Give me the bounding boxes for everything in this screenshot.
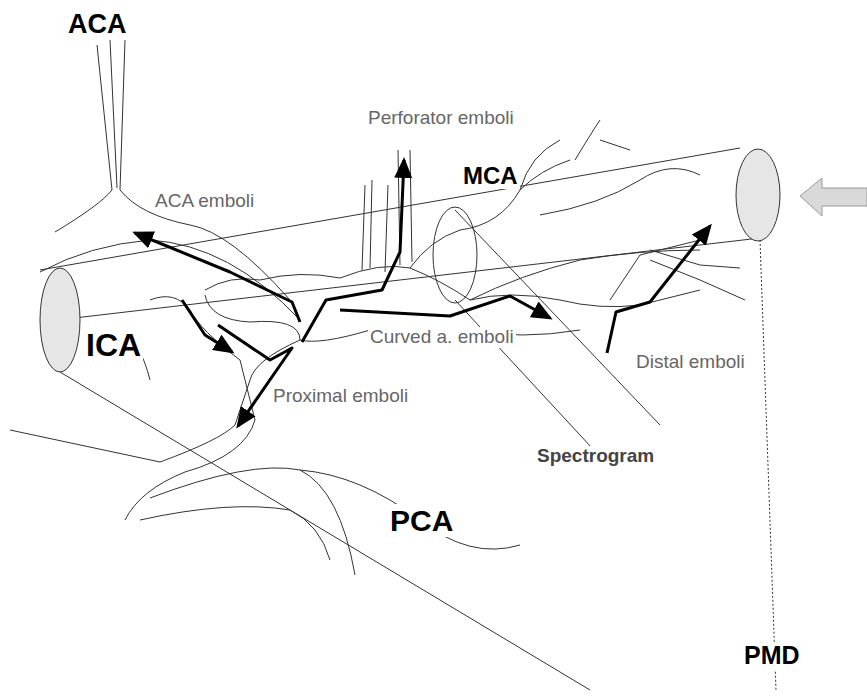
- probe-label: PMD: [742, 642, 802, 670]
- emboli-label: Distal emboli: [634, 352, 747, 373]
- emboli-label: ACA emboli: [153, 191, 256, 212]
- vessel-name: ICA: [84, 328, 143, 363]
- emboli-label: Perforator emboli: [366, 108, 516, 129]
- spectrogram-label: Spectrogram: [535, 446, 656, 467]
- vessel-name: PCA: [388, 504, 455, 537]
- vessel-name: MCA: [461, 163, 520, 189]
- vessel-name: ACA: [66, 10, 129, 40]
- emboli-label: Curved a. emboli: [368, 327, 516, 348]
- emboli-label: Proximal emboli: [271, 386, 410, 407]
